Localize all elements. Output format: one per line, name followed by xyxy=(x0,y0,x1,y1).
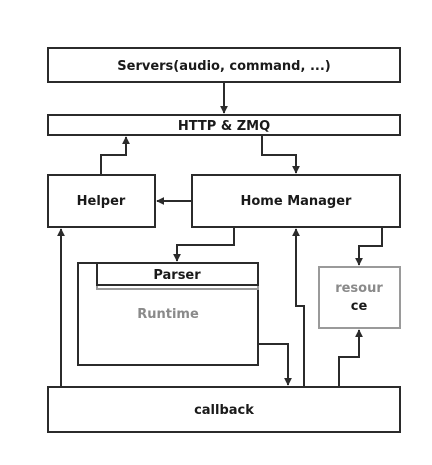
runtime-node: Runtime xyxy=(77,262,259,366)
runtime-label: Runtime xyxy=(137,307,199,322)
servers-node: Servers(audio, command, ...) xyxy=(47,47,401,83)
callback-label: callback xyxy=(194,403,254,418)
helper-label: Helper xyxy=(77,194,126,209)
http-zmq-node: HTTP & ZMQ xyxy=(47,114,401,136)
resource-node: resour ce xyxy=(318,266,401,329)
helper-node: Helper xyxy=(47,174,156,228)
home-manager-to-resource-arrow xyxy=(355,227,383,266)
callback-to-home-manager-arrow xyxy=(292,228,305,387)
home-manager-node: Home Manager xyxy=(191,174,401,228)
parser-label: Parser xyxy=(153,268,201,283)
resource-label-line1: resour xyxy=(335,281,383,296)
home-manager-label: Home Manager xyxy=(241,194,353,209)
parser-node: Parser xyxy=(96,262,259,290)
runtime-to-callback-arrow xyxy=(258,343,292,386)
http-to-home-manager-arrow xyxy=(261,135,300,174)
home-manager-to-parser-arrow xyxy=(173,227,235,262)
helper-to-http-arrow xyxy=(100,136,130,175)
callback-node: callback xyxy=(47,386,401,433)
resource-label-line2: ce xyxy=(351,299,368,314)
callback-to-resource-arrow xyxy=(338,329,363,387)
http-zmq-label: HTTP & ZMQ xyxy=(178,119,270,134)
servers-label: Servers(audio, command, ...) xyxy=(117,59,330,74)
